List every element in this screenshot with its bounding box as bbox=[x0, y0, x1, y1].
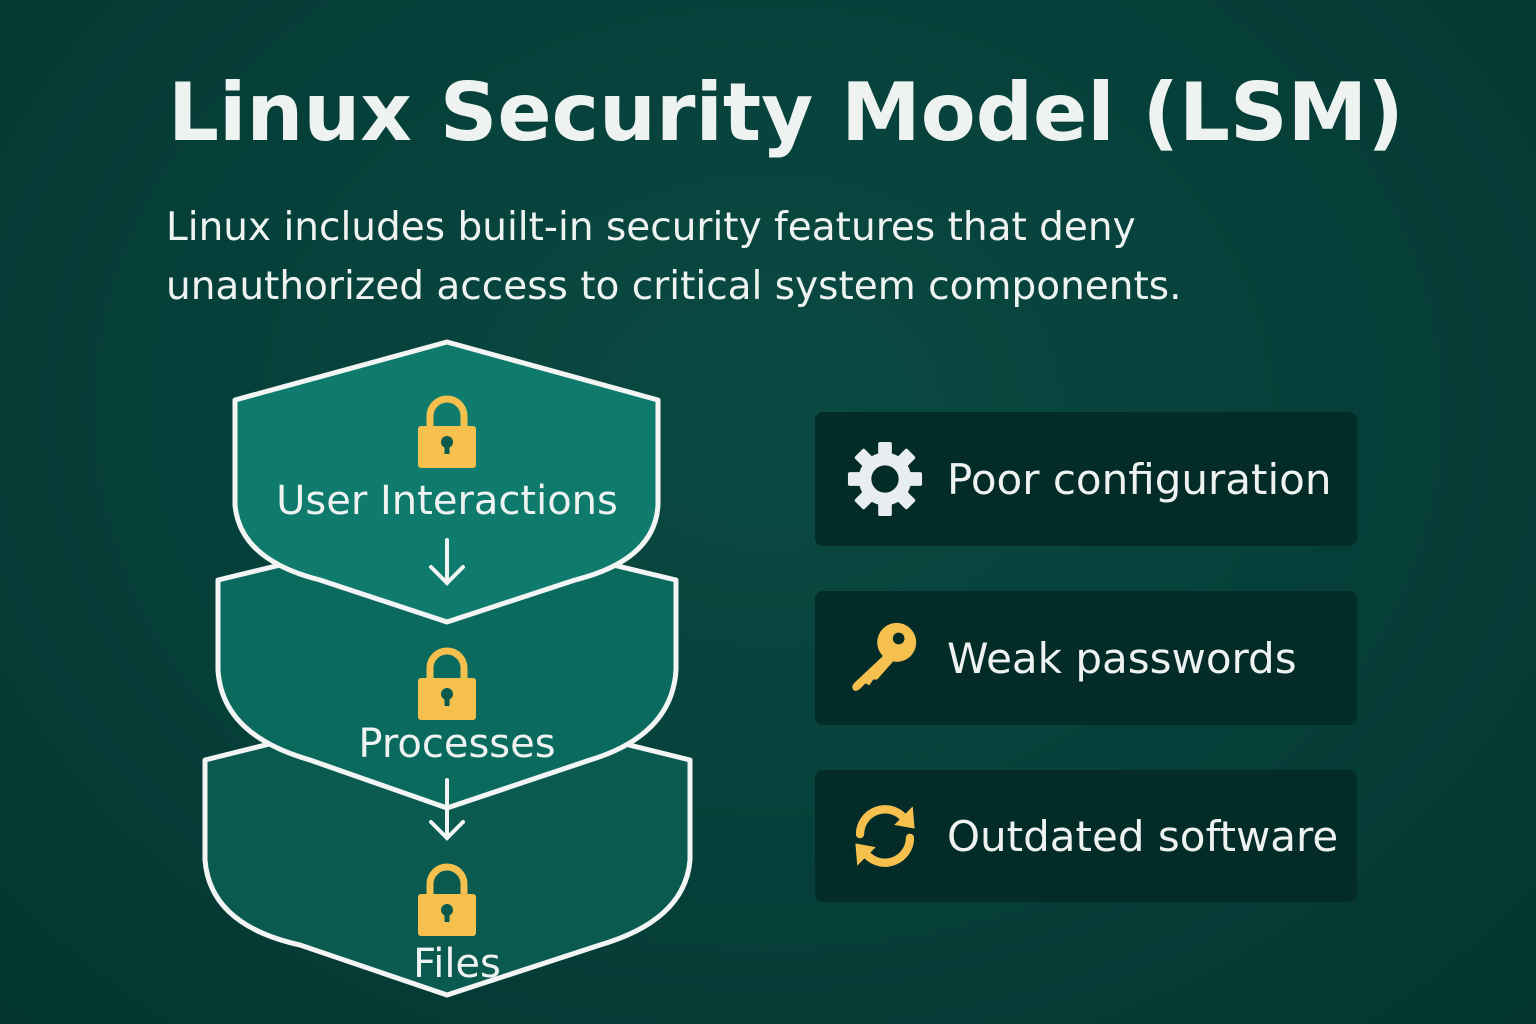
layer-label: Files bbox=[413, 941, 501, 987]
page-title: Linux Security Model (LSM) bbox=[168, 66, 1404, 159]
layer-files: Files bbox=[202, 697, 693, 998]
arrow-down-icon bbox=[429, 778, 465, 841]
risk-card-weak-passwords: Weak passwords bbox=[815, 591, 1357, 725]
arrow-down-icon bbox=[429, 538, 465, 586]
risk-label: Weak passwords bbox=[947, 633, 1297, 683]
subtitle-line: unauthorized access to critical system c… bbox=[166, 264, 1182, 309]
refresh-icon bbox=[845, 796, 925, 876]
risk-label: Outdated software bbox=[947, 811, 1339, 861]
layer-processes: Processes bbox=[215, 522, 679, 841]
layer-label: User Interactions bbox=[276, 478, 618, 524]
layer-user-interactions: User Interactions bbox=[232, 339, 661, 625]
gear-icon bbox=[845, 439, 925, 519]
page-subtitle: Linux includes built-in security feature… bbox=[166, 198, 1316, 316]
risk-card-poor-configuration: Poor configuration bbox=[815, 412, 1357, 546]
key-icon bbox=[845, 618, 925, 698]
layer-label: Processes bbox=[358, 721, 555, 767]
risk-label: Poor configuration bbox=[947, 454, 1332, 504]
risk-card-outdated-software: Outdated software bbox=[815, 770, 1357, 902]
subtitle-line: Linux includes built-in security feature… bbox=[166, 205, 1136, 250]
